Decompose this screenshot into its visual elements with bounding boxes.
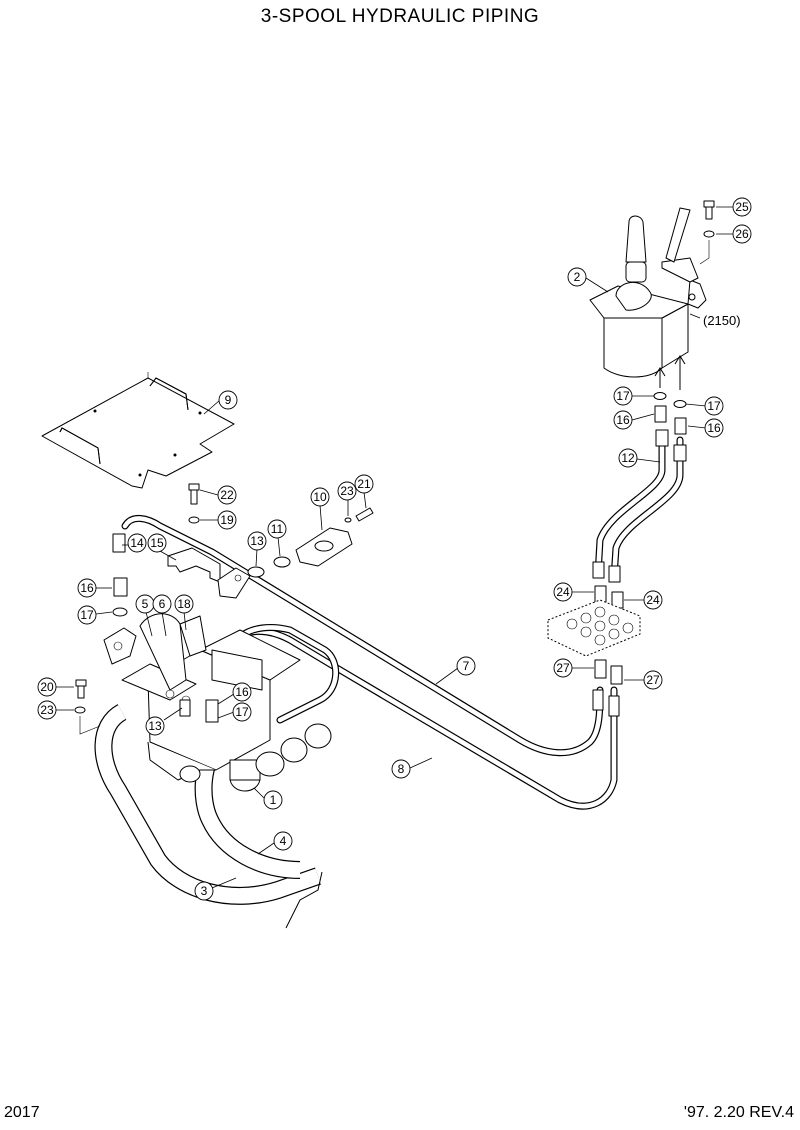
callout-5: 5: [135, 594, 155, 614]
svg-text:20: 20: [40, 680, 54, 694]
svg-text:4: 4: [280, 834, 287, 848]
svg-text:25: 25: [735, 200, 749, 214]
svg-text:13: 13: [148, 719, 162, 733]
callout-7: 7: [456, 656, 476, 676]
reference-label: (2150): [703, 313, 741, 328]
callout-13-lower: 13: [145, 716, 165, 736]
fittings: [74, 200, 715, 735]
svg-text:18: 18: [177, 597, 191, 611]
svg-text:9: 9: [225, 393, 232, 407]
callout-21: 21: [354, 474, 374, 494]
callout-26: 26: [732, 224, 752, 244]
callout-12: 12: [618, 448, 638, 468]
svg-text:23: 23: [340, 484, 354, 498]
hose-12: [592, 429, 687, 583]
callout-17-center: 17: [232, 702, 252, 722]
callout-23-left: 23: [37, 700, 57, 720]
callout-17-right-b: 17: [704, 396, 724, 416]
svg-text:23: 23: [40, 703, 54, 717]
svg-text:15: 15: [150, 536, 164, 550]
svg-text:17: 17: [616, 389, 630, 403]
pipe-7: [121, 515, 604, 757]
callout-16-left: 16: [77, 578, 97, 598]
callout-19: 19: [217, 510, 237, 530]
callout-20: 20: [37, 677, 57, 697]
callout-6: 6: [152, 594, 172, 614]
svg-text:1: 1: [270, 793, 277, 807]
svg-text:17: 17: [707, 399, 721, 413]
callout-18: 18: [174, 594, 194, 614]
revision-date: '97. 2.20 REV.4: [683, 1104, 794, 1121]
callout-22: 22: [217, 485, 237, 505]
svg-text:10: 10: [313, 490, 327, 504]
callout-13-upper: 13: [247, 531, 267, 551]
callout-17-right-a: 17: [613, 386, 633, 406]
callouts: 1 2 3 4 5 6 7 8 9 10 11 12 13: [37, 197, 752, 901]
svg-text:27: 27: [556, 661, 570, 675]
svg-text:16: 16: [235, 685, 249, 699]
callout-17-left: 17: [77, 605, 97, 625]
callout-9: 9: [218, 390, 238, 410]
svg-text:5: 5: [142, 597, 149, 611]
svg-text:14: 14: [130, 536, 144, 550]
callout-3: 3: [194, 881, 214, 901]
callout-4: 4: [273, 831, 293, 851]
svg-text:17: 17: [235, 705, 249, 719]
hose-3: [94, 704, 323, 929]
callout-16-right-a: 16: [613, 410, 633, 430]
svg-text:12: 12: [621, 451, 635, 465]
svg-text:6: 6: [159, 597, 166, 611]
callout-8: 8: [391, 759, 411, 779]
svg-text:24: 24: [646, 593, 660, 607]
svg-text:16: 16: [707, 421, 721, 435]
svg-text:21: 21: [357, 477, 371, 491]
callout-14: 14: [127, 533, 147, 553]
floor-plate: [41, 372, 235, 489]
svg-text:3: 3: [201, 884, 208, 898]
callout-2: 2: [567, 267, 587, 287]
callout-24-right: 24: [643, 590, 663, 610]
page-title: 3-SPOOL HYDRAULIC PIPING: [260, 6, 540, 27]
callout-1: 1: [263, 790, 283, 810]
svg-text:17: 17: [80, 608, 94, 622]
svg-text:7: 7: [463, 659, 470, 673]
svg-text:16: 16: [80, 581, 94, 595]
control-lever-unit: [589, 207, 707, 390]
svg-text:19: 19: [220, 513, 234, 527]
svg-text:27: 27: [646, 673, 660, 687]
callout-27-right: 27: [643, 670, 663, 690]
callout-25: 25: [732, 197, 752, 217]
svg-text:26: 26: [735, 227, 749, 241]
svg-text:2: 2: [574, 270, 581, 284]
callout-10: 10: [310, 487, 330, 507]
callout-11: 11: [267, 519, 287, 539]
callout-23-upper: 23: [337, 481, 357, 501]
callout-24-left: 24: [553, 582, 573, 602]
control-valve: [103, 613, 332, 792]
callout-27-left: 27: [553, 658, 573, 678]
svg-text:16: 16: [616, 413, 630, 427]
svg-text:13: 13: [250, 534, 264, 548]
svg-text:24: 24: [556, 585, 570, 599]
svg-text:22: 22: [220, 488, 234, 502]
callout-16-center: 16: [232, 682, 252, 702]
callout-15: 15: [147, 533, 167, 553]
svg-text:8: 8: [398, 762, 405, 776]
svg-text:11: 11: [271, 522, 284, 536]
callout-16-right-b: 16: [704, 418, 724, 438]
page-number: 2017: [4, 1104, 40, 1121]
